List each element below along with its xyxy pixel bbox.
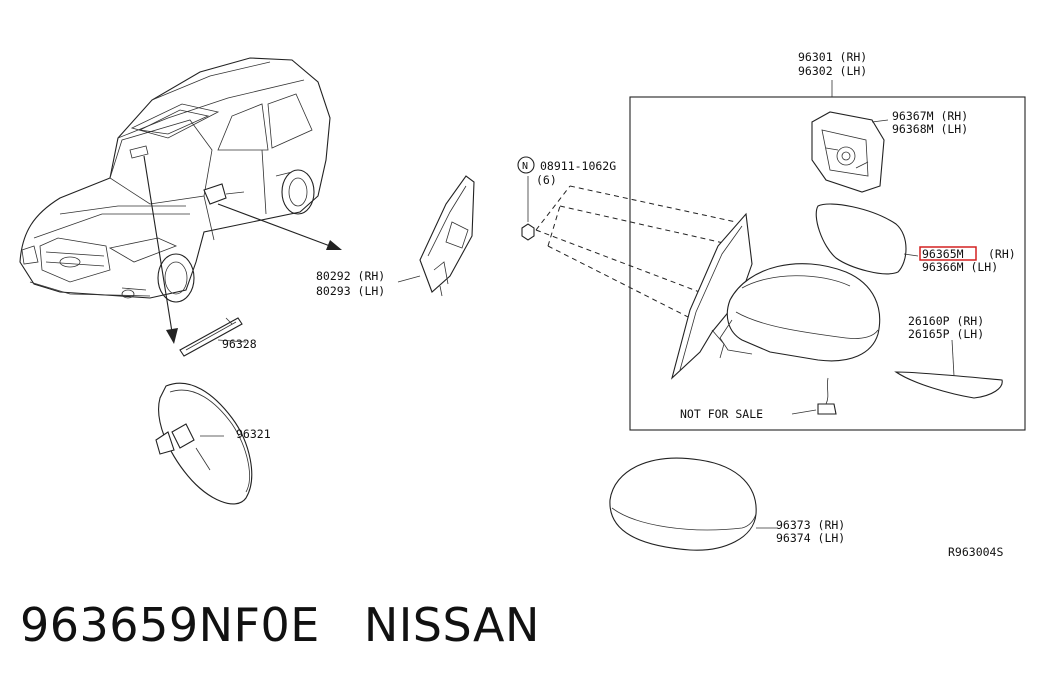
callout-96367M: 96367M (RH) xyxy=(892,109,968,123)
brand-name: NISSAN xyxy=(363,598,540,652)
callout-96366M: 96366M (LH) xyxy=(922,260,998,274)
callout-96302: 96302 (LH) xyxy=(798,64,867,78)
callout-96365M-side: (RH) xyxy=(988,247,1016,261)
nut-symbol-circle xyxy=(517,156,535,174)
callout-96374: 96374 (LH) xyxy=(776,531,845,545)
callout-96368M: 96368M (LH) xyxy=(892,122,968,136)
part-number: 963659NF0E xyxy=(20,598,320,652)
callout-26165P: 26165P (LH) xyxy=(908,327,984,341)
interior-mirror-part: 96321 xyxy=(155,382,271,505)
part-caption: 963659NF0E NISSAN xyxy=(20,598,584,652)
assembly-boundary-box xyxy=(629,96,1026,431)
callout-96328: 96328 xyxy=(222,337,257,351)
callout-80292: 80292 (RH) xyxy=(316,269,385,283)
mirror-cover-part: 96373 (RH) 96374 (LH) xyxy=(609,457,845,551)
callout-08911-1062G: 08911-1062G xyxy=(540,159,616,173)
finisher-part: 80292 (RH) 80293 (LH) xyxy=(316,175,475,298)
nut-symbol: N xyxy=(522,161,528,172)
highlight-box xyxy=(919,246,977,261)
callout-96321: 96321 xyxy=(236,427,271,441)
diagram-reference-code: R963004S xyxy=(948,545,1003,559)
callout-26160P: 26160P (RH) xyxy=(908,314,984,328)
callout-96365M: 96365M xyxy=(922,247,964,261)
vehicle-illustration xyxy=(19,57,331,303)
seal-strip-part: 96328 xyxy=(179,317,257,357)
nut-part: N 08911-1062G (6) xyxy=(517,156,737,323)
callout-80293: 80293 (LH) xyxy=(316,284,385,298)
callout-96301: 96301 (RH) xyxy=(798,50,867,64)
callout-96373: 96373 (RH) xyxy=(776,518,845,532)
callout-nut-qty: (6) xyxy=(536,173,557,187)
mirror-assembly-group: 96301 (RH) 96302 (LH) 96367M (RH) 96368M… xyxy=(629,50,1026,431)
not-for-sale-label: NOT FOR SALE xyxy=(680,407,763,421)
vehicle-leader-arrows xyxy=(143,155,342,344)
